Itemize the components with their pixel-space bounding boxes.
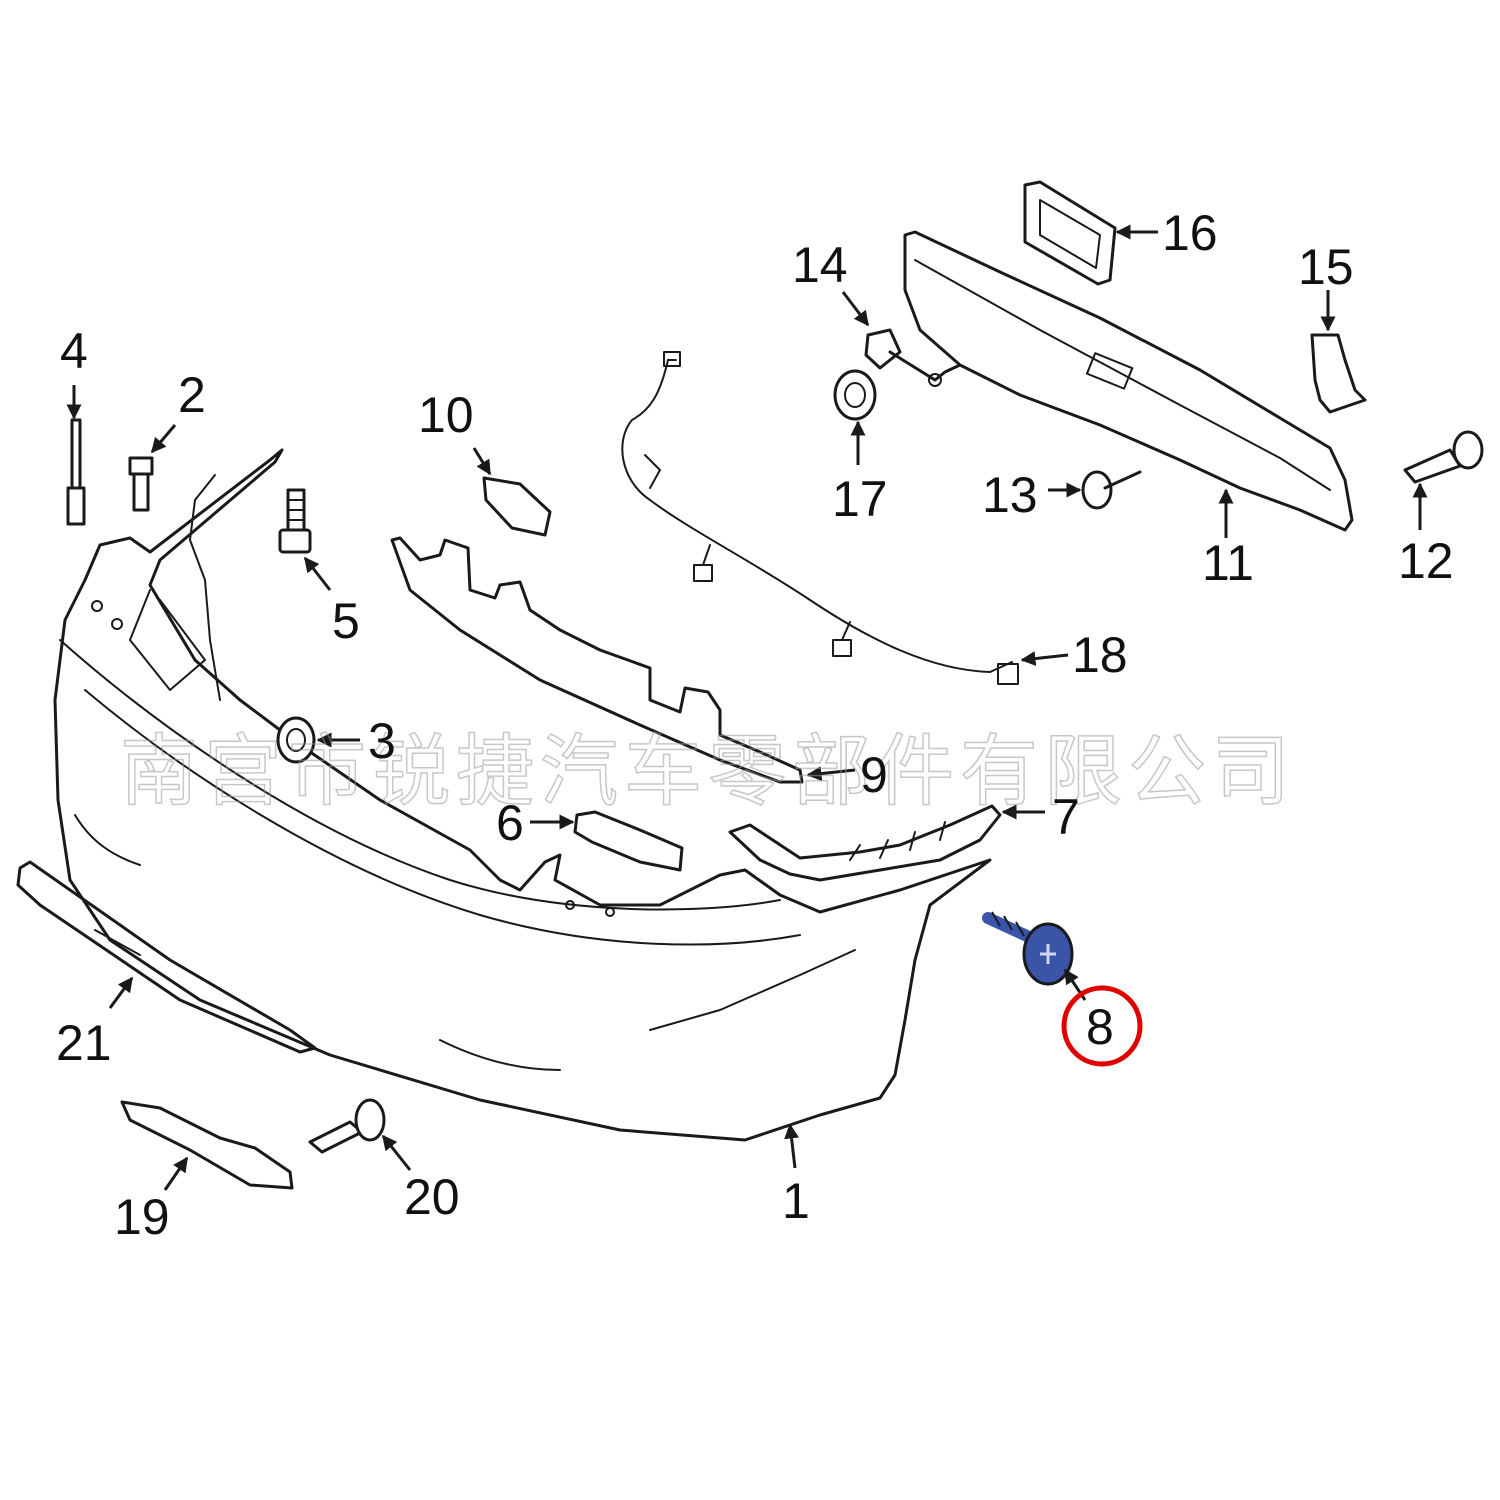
callout-labels: 1 2 3 4 5 6 7 8 9 10 11 12 13 14 15 16 1… xyxy=(56,205,1454,1245)
screw-8 xyxy=(982,911,1074,986)
callout-12: 12 xyxy=(1398,533,1454,589)
energy-absorber xyxy=(903,230,1354,532)
callout-11: 11 xyxy=(1202,535,1254,591)
clip-bracket-16 xyxy=(1023,180,1117,286)
highlight-ring xyxy=(1061,985,1143,1067)
callout-18: 18 xyxy=(1072,627,1128,683)
nut-3 xyxy=(276,716,316,764)
callout-20: 20 xyxy=(404,1169,460,1225)
nut-17 xyxy=(833,369,877,421)
callout-9: 9 xyxy=(860,747,888,803)
callout-3: 3 xyxy=(368,713,396,769)
reflector xyxy=(482,476,552,537)
bumper-cover xyxy=(53,448,992,1142)
lower-bracket xyxy=(120,1100,294,1190)
callout-16: 16 xyxy=(1162,205,1218,261)
side-bracket-15 xyxy=(1310,333,1367,414)
side-support-7 xyxy=(728,804,1002,882)
callout-8: 8 xyxy=(1086,999,1114,1055)
callout-13: 13 xyxy=(982,467,1038,523)
side-bracket-6 xyxy=(573,810,684,872)
callout-1: 1 xyxy=(782,1173,810,1229)
callout-17: 17 xyxy=(832,471,888,527)
pin-4 xyxy=(66,418,86,526)
leader-arrows xyxy=(66,224,1428,1191)
callout-14: 14 xyxy=(792,237,848,293)
reinforcement-strip xyxy=(390,536,804,784)
callout-5: 5 xyxy=(332,593,360,649)
bracket-rod-14 xyxy=(864,328,962,387)
callout-7: 7 xyxy=(1052,789,1080,845)
callout-15: 15 xyxy=(1298,239,1354,295)
lower-lip-strip xyxy=(16,860,317,1054)
wiring-harness xyxy=(621,351,1019,685)
callout-21: 21 xyxy=(56,1015,112,1071)
bolt-12 xyxy=(1403,430,1484,484)
screw-20 xyxy=(308,1098,386,1154)
screw-13 xyxy=(1081,470,1142,510)
callout-6: 6 xyxy=(496,795,524,851)
callout-4: 4 xyxy=(60,323,88,379)
bolt-2 xyxy=(128,456,154,512)
stud-5 xyxy=(278,488,312,554)
callout-2: 2 xyxy=(178,367,206,423)
watermark-text: 南宫市锐捷汽车零部件有限公司 xyxy=(120,727,1296,817)
callout-10: 10 xyxy=(418,387,474,443)
callout-19: 19 xyxy=(114,1189,170,1245)
